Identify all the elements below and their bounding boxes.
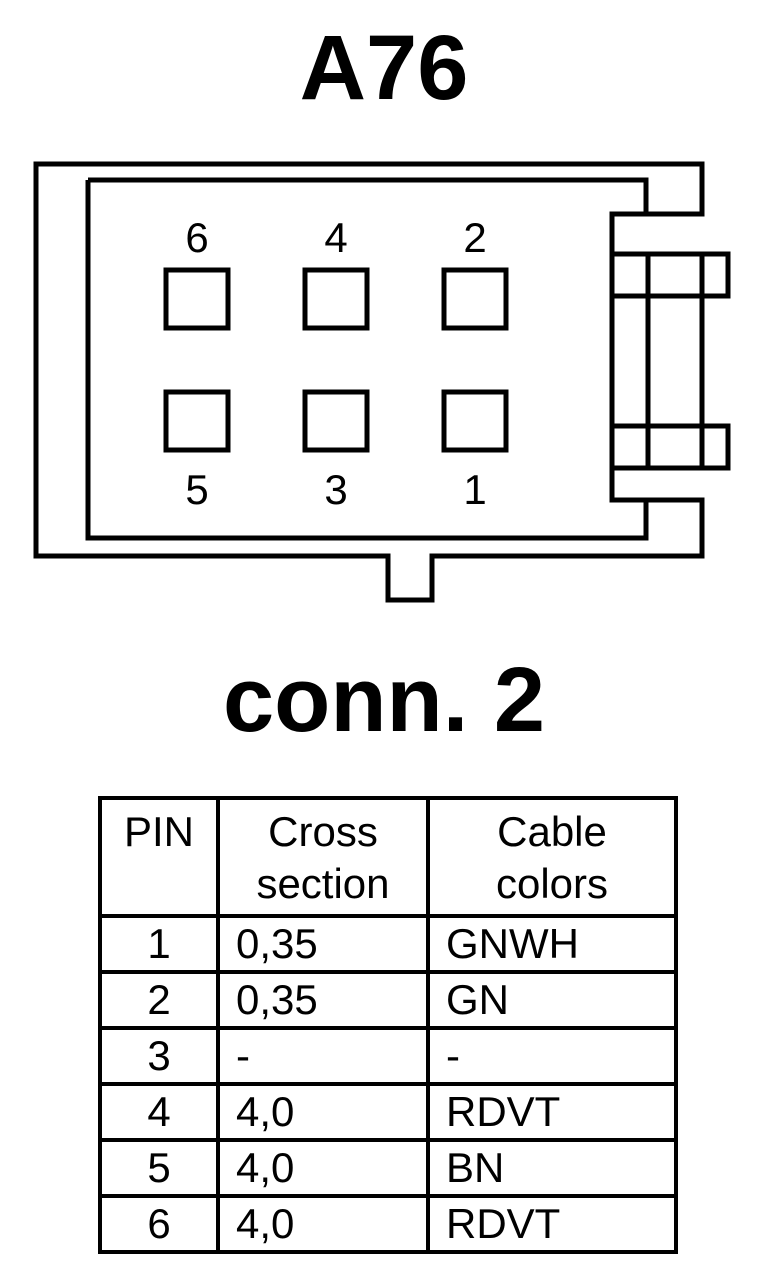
pin-label: 2 xyxy=(463,214,486,261)
pin-label: 4 xyxy=(324,214,347,261)
table-row: 3 - - xyxy=(98,1026,678,1086)
header-pin: PIN xyxy=(98,796,220,918)
cell-cable-color: GNWH xyxy=(426,914,678,974)
table-row: 2 0,35 GN xyxy=(98,970,678,1030)
pin-label: 3 xyxy=(324,466,347,513)
cell-cross-section: 4,0 xyxy=(216,1082,430,1142)
cell-cable-color: BN xyxy=(426,1138,678,1198)
pin-4-square xyxy=(302,267,370,331)
cell-cross-section: 0,35 xyxy=(216,970,430,1030)
table-row: 6 4,0 RDVT xyxy=(98,1194,678,1254)
connector-housing-inner xyxy=(85,177,649,541)
pin-1-square xyxy=(441,389,509,453)
cell-cross-section: 4,0 xyxy=(216,1138,430,1198)
pin-3-square xyxy=(302,389,370,453)
cell-cable-color: RDVT xyxy=(426,1194,678,1254)
cell-pin: 4 xyxy=(98,1082,220,1142)
cell-pin: 3 xyxy=(98,1026,220,1086)
pin-5-square xyxy=(163,389,231,453)
cell-pin: 1 xyxy=(98,914,220,974)
table-row: 1 0,35 GNWH xyxy=(98,914,678,974)
pin-label: 5 xyxy=(185,466,208,513)
connector-subtitle: conn. 2 xyxy=(222,649,546,751)
connector-title: A76 xyxy=(299,17,469,119)
table-row: 4 4,0 RDVT xyxy=(98,1082,678,1142)
cell-cross-section: - xyxy=(216,1026,430,1086)
pin-label: 6 xyxy=(185,214,208,261)
pin-label: 1 xyxy=(463,466,486,513)
connector-diagram: 6 4 2 5 3 1 xyxy=(33,161,731,603)
pin-2-square xyxy=(441,267,509,331)
cell-cable-color: RDVT xyxy=(426,1082,678,1142)
cell-cross-section: 0,35 xyxy=(216,914,430,974)
connector-housing-outer xyxy=(33,161,705,603)
cell-pin: 2 xyxy=(98,970,220,1030)
cell-cable-color: GN xyxy=(426,970,678,1030)
cell-cable-color: - xyxy=(426,1026,678,1086)
connector-latch xyxy=(609,251,731,471)
cell-pin: 6 xyxy=(98,1194,220,1254)
table-row: 5 4,0 BN xyxy=(98,1138,678,1198)
cell-cross-section: 4,0 xyxy=(216,1194,430,1254)
cell-pin: 5 xyxy=(98,1138,220,1198)
pin-6-square xyxy=(163,267,231,331)
